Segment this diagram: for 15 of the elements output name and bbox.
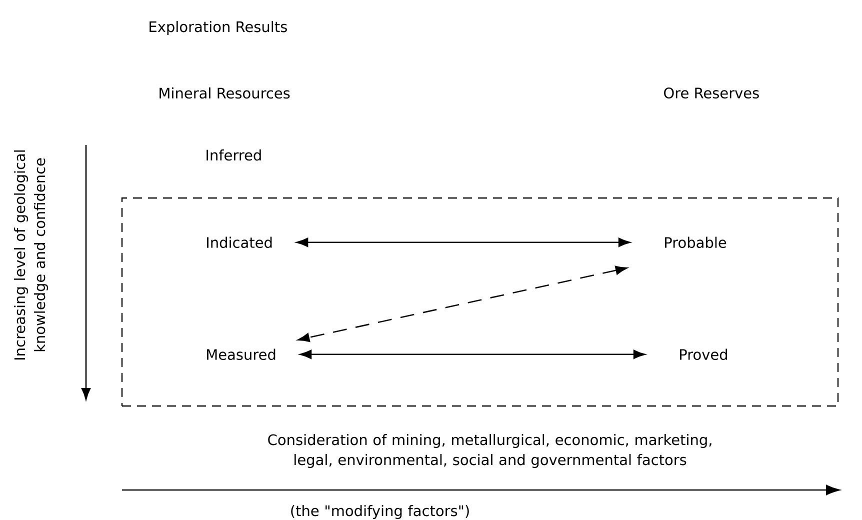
heading-text: Inferred xyxy=(206,149,261,161)
axis-label: Increasing level of geological knowledge and confidence xyxy=(14,150,48,360)
heading-text: Ore Reserves xyxy=(664,88,759,98)
class-label: Measured xyxy=(207,348,276,360)
arrow xyxy=(296,238,630,247)
dashed-frame xyxy=(121,197,839,407)
class-label: Proved xyxy=(680,348,727,360)
class-label: Probable xyxy=(665,236,726,248)
caption-text: Consideration of mining, metallurgical, economic, marketing, legal, environmental, social and governmental factors xyxy=(268,434,712,468)
heading-text: Exploration Results xyxy=(150,20,287,36)
arrow xyxy=(300,350,646,359)
class-label: Indicated xyxy=(207,236,272,248)
heading-text: Mineral Resources xyxy=(160,87,290,99)
arrow xyxy=(298,266,628,342)
caption-text: (the "modifying factors") xyxy=(291,504,469,520)
